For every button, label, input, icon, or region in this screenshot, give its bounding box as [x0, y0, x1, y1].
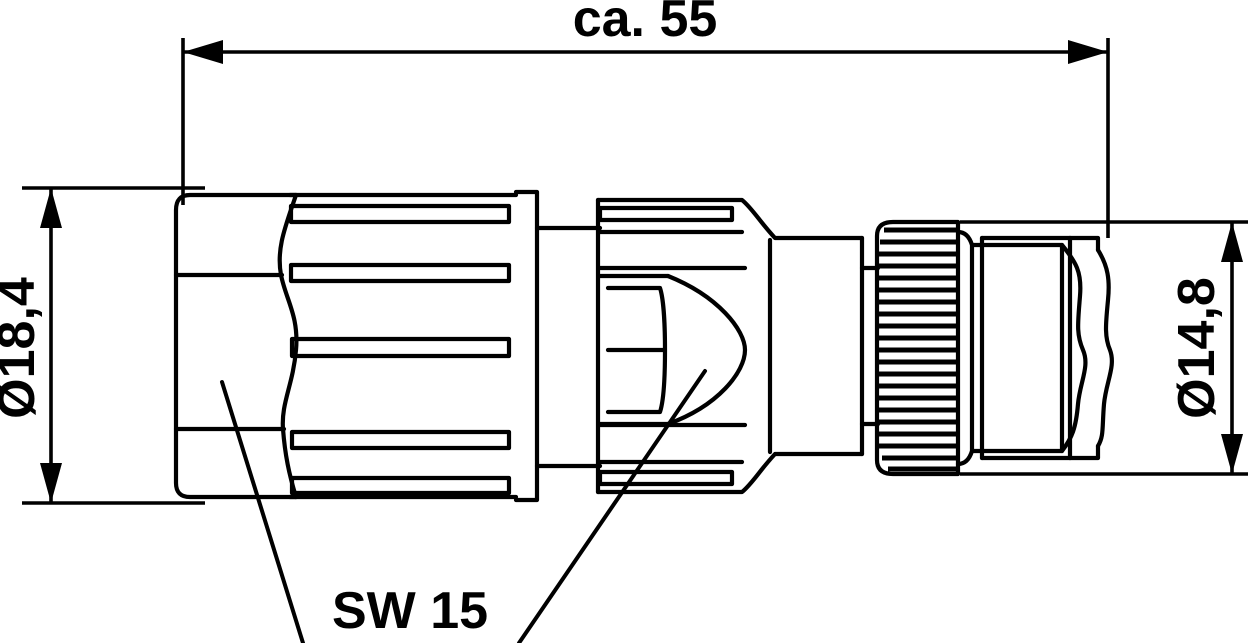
part-knurled-nut: [874, 219, 961, 477]
dimension-thread-diameter: Ø14,8: [960, 220, 1248, 476]
gland-flange: [513, 189, 540, 503]
leader-line-gland: [220, 380, 305, 643]
dimension-gland-diameter: Ø18,4: [0, 186, 205, 505]
grip-rib-4: [289, 429, 512, 451]
callout-label-wrench-size: SW 15: [332, 582, 488, 640]
hexnut-facet-slot-bottom: [597, 469, 735, 487]
knurled-nut-outline: [874, 219, 961, 477]
knurl-hatching: [878, 227, 957, 472]
arrowhead-bottom: [1221, 434, 1243, 474]
grip-rib-5: [289, 475, 512, 496]
arrowhead-top: [1221, 222, 1243, 262]
threaded-end-collar: [955, 229, 975, 467]
part-hex-nut: [595, 197, 865, 495]
grip-rib-2: [288, 262, 512, 284]
grip-rib-1: [288, 203, 512, 225]
arrowhead-bottom: [40, 463, 62, 503]
callout-wrench-size: SW 15: [220, 369, 707, 643]
hexnut-facet-slot-top: [597, 205, 735, 223]
dimension-overall-length: ca. 55: [181, 0, 1110, 238]
part-cable-gland-cap: [173, 192, 299, 500]
arrowhead-right: [1068, 40, 1108, 64]
arrowhead-top: [40, 188, 62, 228]
end-face-contour: [1095, 247, 1114, 449]
end-face-top: [1067, 235, 1101, 253]
hexnut-center-curve: [665, 273, 748, 427]
arrowhead-left: [183, 40, 223, 64]
grip-rib-3: [289, 336, 512, 359]
hexnut-top-profile: [595, 197, 865, 241]
threaded-barrel: [969, 242, 1065, 454]
dimension-label-overall-length: ca. 55: [573, 0, 718, 48]
part-transition-body: [767, 235, 881, 457]
end-seal-contour: [1059, 242, 1088, 454]
gland-cap-hex-contour: [277, 192, 299, 500]
part-gland-grip-ribs: [287, 189, 603, 503]
part-threaded-end: [955, 229, 1114, 467]
dimension-label-thread-diameter: Ø14,8: [1168, 277, 1226, 419]
leader-line-hexnut: [517, 369, 707, 643]
end-face-bottom: [1067, 443, 1101, 461]
dimension-label-gland-diameter: Ø18,4: [0, 277, 46, 419]
gland-cap-outline: [173, 192, 299, 500]
hexnut-bottom-profile: [595, 451, 865, 495]
